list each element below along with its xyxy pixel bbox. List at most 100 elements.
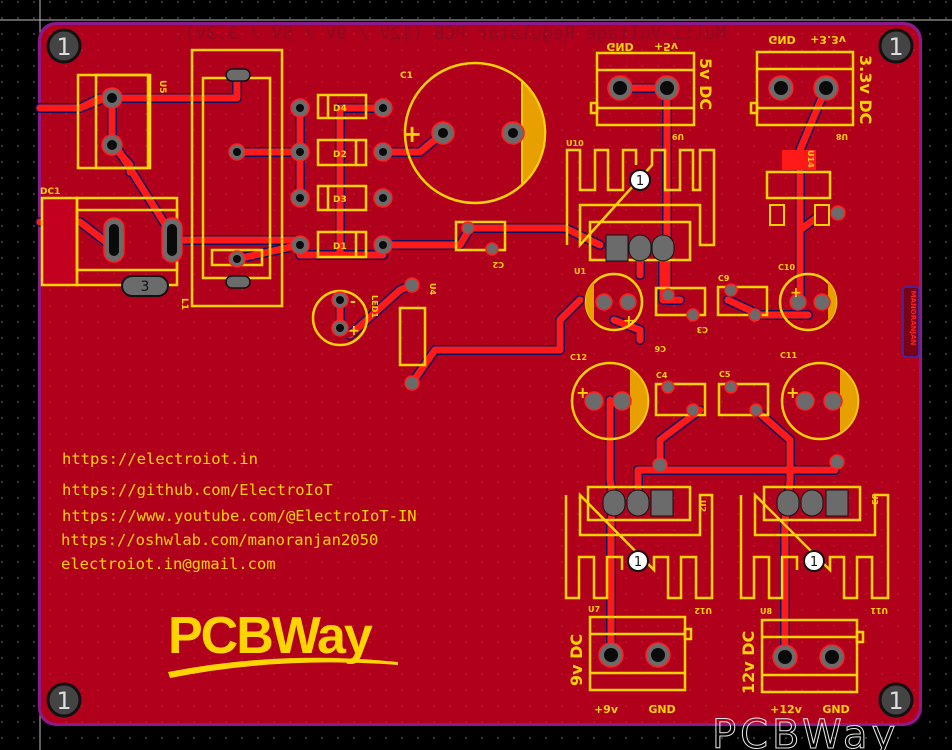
- link-oshwlab[interactable]: https://oshwlab.com/manoranjan2050: [61, 531, 378, 549]
- heatsink-u12[interactable]: 1 U12: [564, 491, 714, 615]
- svg-text:+: +: [786, 383, 799, 402]
- svg-text:GND: GND: [606, 40, 633, 53]
- capacitor-c1[interactable]: C1 +: [400, 61, 547, 205]
- capacitor-c4[interactable]: C4: [654, 371, 707, 417]
- regulator-u14-3v3[interactable]: U14: [765, 150, 846, 226]
- capacitor-c11[interactable]: + C11: [780, 351, 860, 441]
- diode-d4[interactable]: D4: [290, 93, 393, 120]
- svg-text:+9v: +9v: [594, 703, 619, 716]
- svg-text:C6: C6: [654, 344, 666, 353]
- svg-text:1: 1: [888, 33, 903, 61]
- pcbway-watermark: PCBWay: [712, 712, 899, 750]
- svg-text:12v DC: 12v DC: [739, 631, 758, 694]
- svg-text:LED1: LED1: [370, 295, 379, 318]
- svg-text:DC1: DC1: [40, 187, 60, 197]
- jumper-pad-3[interactable]: 3: [121, 275, 169, 297]
- svg-text:C3: C3: [697, 325, 708, 334]
- svg-text:+3.3v: +3.3v: [810, 33, 847, 46]
- svg-text:U8: U8: [760, 607, 772, 616]
- capacitor-c10[interactable]: + C10: [778, 263, 838, 332]
- svg-text:C1: C1: [400, 71, 413, 81]
- svg-text:D3: D3: [333, 195, 347, 205]
- capacitor-c3[interactable]: C3: [654, 286, 708, 334]
- capacitor-c9[interactable]: C9: [716, 274, 769, 322]
- svg-text:MANORANJAN: MANORANJAN: [909, 291, 917, 346]
- diode-d2[interactable]: D2: [290, 138, 393, 167]
- pcb-board[interactable]: [38, 22, 922, 726]
- svg-text:U2: U2: [698, 500, 707, 512]
- svg-text:1: 1: [634, 555, 642, 570]
- svg-text:GND: GND: [648, 703, 675, 716]
- svg-text:C5: C5: [719, 370, 731, 379]
- resistor-u4[interactable]: U4: [398, 277, 437, 391]
- link-email[interactable]: electroiot.in@gmail.com: [61, 555, 276, 573]
- link-github[interactable]: https://github.com/ElectroIoT: [62, 481, 333, 499]
- mounting-hole-bl: 1: [46, 682, 82, 718]
- svg-text:+: +: [402, 120, 422, 148]
- svg-text:D4: D4: [333, 104, 347, 114]
- svg-text:U5: U5: [157, 80, 167, 94]
- svg-text:1: 1: [56, 33, 71, 61]
- capacitor-c12[interactable]: + C12: [570, 353, 650, 441]
- svg-text:U9: U9: [672, 132, 684, 141]
- regulator-u2-9v[interactable]: U2: [586, 485, 707, 522]
- diode-d3[interactable]: D3: [290, 184, 393, 212]
- mounting-hole-br: 1: [878, 682, 914, 718]
- heatsink-u11[interactable]: 1 U11: [739, 491, 890, 615]
- terminal-5v-output[interactable]: GND +5v 5v DC U9: [589, 40, 715, 141]
- svg-text:L1: L1: [179, 298, 189, 310]
- capacitor-c5[interactable]: C5: [717, 370, 770, 417]
- board-title-bottom-layer: Multi-Voltage Regulator PCB (12V / 9V / …: [174, 23, 727, 44]
- regulator-u3-12v[interactable]: U3: [762, 485, 879, 522]
- led1[interactable]: - + LED1: [311, 289, 379, 347]
- svg-text:C12: C12: [570, 353, 587, 362]
- via-9v: [652, 457, 668, 473]
- heatsink-u10[interactable]: 1 U10: [565, 139, 716, 249]
- mounting-hole-tr: 1: [878, 28, 914, 64]
- svg-text:-: -: [350, 294, 356, 310]
- svg-text:GND: GND: [822, 703, 849, 716]
- svg-text:U1: U1: [574, 267, 586, 276]
- capacitor-c6-label: C6: [654, 344, 666, 353]
- mounting-hole-tl: 1: [46, 28, 82, 64]
- regulator-5v[interactable]: [588, 220, 692, 262]
- svg-text:+: +: [623, 313, 635, 329]
- svg-text:U4: U4: [428, 283, 437, 295]
- svg-text:+12v: +12v: [770, 703, 803, 716]
- svg-text:C9: C9: [718, 274, 730, 283]
- diode-d1[interactable]: D1: [290, 230, 393, 259]
- svg-text:U10: U10: [566, 139, 584, 148]
- svg-text:Multi-Voltage Regulator PCB (1: Multi-Voltage Regulator PCB (12V / 9V / …: [174, 23, 727, 44]
- svg-text:+5v: +5v: [654, 40, 679, 53]
- terminal-12v-output[interactable]: +12v GND 12v DC U8: [739, 607, 865, 716]
- svg-text:C4: C4: [656, 371, 668, 380]
- terminal-9v-output[interactable]: +9v GND 9v DC U7: [567, 605, 693, 716]
- capacitor-u1[interactable]: + U1: [574, 267, 644, 332]
- link-website[interactable]: https://electroiot.in: [62, 450, 258, 468]
- svg-text:1: 1: [56, 687, 71, 715]
- svg-text:+: +: [576, 383, 589, 402]
- svg-text:U12: U12: [694, 606, 712, 615]
- svg-text:C10: C10: [778, 263, 795, 272]
- link-youtube[interactable]: https://www.youtube.com/@ElectroIoT-IN: [62, 507, 417, 525]
- via-12v: [829, 454, 845, 470]
- component-dc1-jack[interactable]: DC1: [40, 187, 183, 287]
- svg-text:U11: U11: [870, 606, 888, 615]
- svg-text:PCBWay: PCBWay: [168, 607, 373, 665]
- svg-text:+: +: [348, 323, 360, 339]
- svg-text:U8: U8: [836, 132, 848, 141]
- capacitor-c2[interactable]: C2: [454, 220, 507, 269]
- svg-text:C11: C11: [780, 351, 797, 360]
- component-u5[interactable]: U5: [76, 73, 167, 170]
- svg-text:PCBWay: PCBWay: [712, 712, 899, 750]
- svg-text:D2: D2: [333, 150, 347, 160]
- terminal-3v3-output[interactable]: GND +3.3v 3.3v DC U8: [749, 33, 875, 141]
- svg-text:5v DC: 5v DC: [696, 58, 715, 110]
- pcbway-logo: PCBWay: [168, 607, 398, 678]
- svg-text:1: 1: [636, 174, 644, 189]
- component-l1-inductor[interactable]: L1: [179, 48, 284, 310]
- svg-text:C2: C2: [493, 260, 504, 269]
- link-list: https://electroiot.in https://github.com…: [61, 450, 417, 573]
- svg-text:3.3v DC: 3.3v DC: [856, 55, 875, 124]
